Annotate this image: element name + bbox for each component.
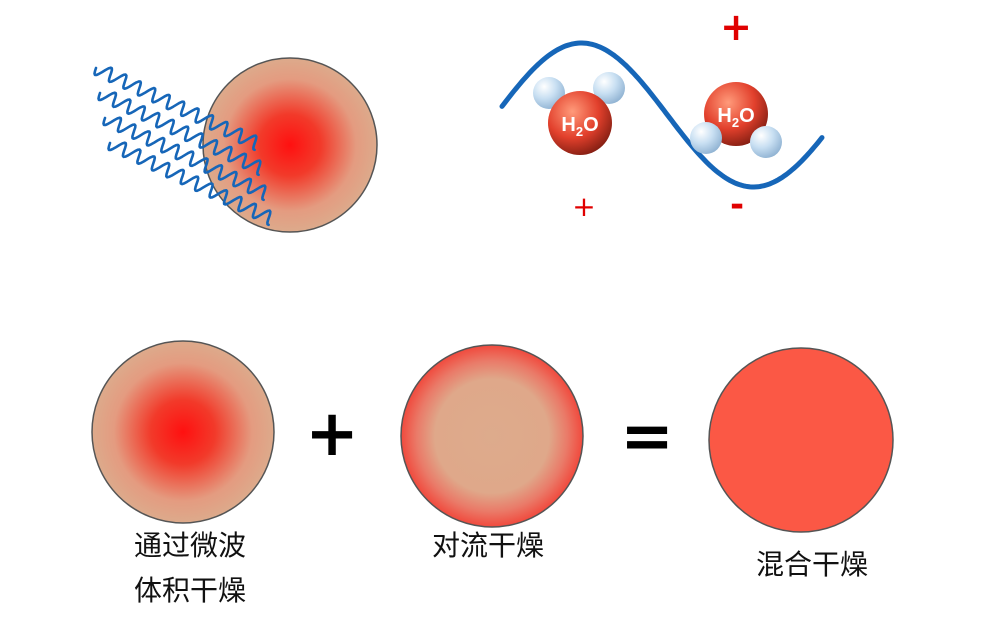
oxygen-atom	[704, 82, 768, 146]
mixed-drying-particle	[708, 347, 894, 533]
microwave-radiation-icon	[93, 66, 272, 227]
microwave-ray	[97, 91, 262, 177]
hydrogen-atom	[690, 122, 722, 154]
charge-top-plus: +	[720, 5, 752, 49]
electric-field-wave	[499, 40, 825, 190]
equals-operator: =	[620, 400, 674, 474]
hydrogen-atom	[750, 126, 782, 158]
drying-equation: + = 通过微波 体积干燥 对流干燥 混合干燥	[91, 340, 894, 607]
charge-bottom-plus: +	[572, 190, 595, 223]
water-molecule-1: H2O	[533, 72, 625, 155]
molecule-formula-2: H2O	[717, 105, 754, 130]
water-dipole-rotation-icon: H2O H2O + + -	[499, 5, 825, 225]
plus-operator: +	[305, 397, 359, 471]
heated-particle-top	[202, 57, 378, 233]
microwave-heating-illustration	[93, 57, 378, 233]
molecule-formula-1: H2O	[561, 114, 598, 139]
water-molecule-2: H2O	[690, 82, 782, 158]
microwave-label-line2: 体积干燥	[134, 574, 246, 607]
microwave-ray	[93, 66, 258, 152]
mixed-label: 混合干燥	[756, 548, 868, 581]
volumetric-drying-particle	[91, 340, 275, 524]
microwave-ray	[102, 116, 267, 202]
hydrogen-atom	[593, 72, 625, 104]
microwave-ray	[107, 141, 272, 227]
microwave-label-line1: 通过微波	[134, 529, 246, 562]
convection-drying-particle	[400, 344, 584, 528]
charge-bottom-minus: -	[730, 185, 744, 225]
oxygen-atom	[548, 91, 612, 155]
convection-label: 对流干燥	[432, 529, 544, 562]
